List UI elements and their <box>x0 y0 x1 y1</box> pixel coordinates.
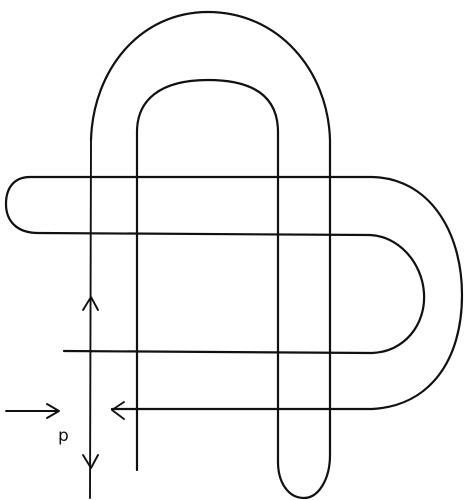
vertical-band-outer-arch <box>89 10 332 500</box>
left-vertical-strand <box>89 139 92 499</box>
vertical-band-inner-arch <box>135 78 280 472</box>
arrow-left-icon <box>111 401 125 420</box>
arrow-down-icon <box>82 454 99 469</box>
arrow-up-icon <box>82 296 99 311</box>
point-p-label: p <box>58 426 69 446</box>
horizontal-band-left-cap <box>4 175 426 355</box>
arrow-right-icon <box>46 403 60 419</box>
horizontal-band-top-edge <box>28 175 464 411</box>
